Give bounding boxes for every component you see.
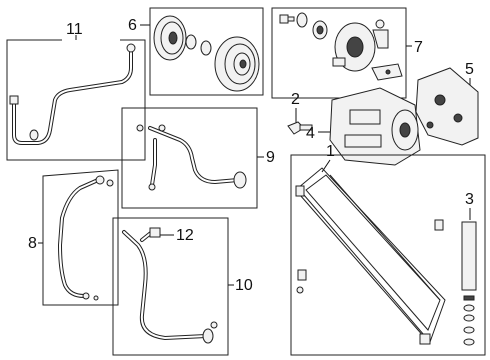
callout-label-11: 11 — [66, 21, 83, 38]
condenser-part — [295, 167, 446, 345]
receiver-drier-3-group: 3 — [461, 191, 477, 346]
bolt-2-part — [287, 121, 313, 135]
ac-line-11-group: 11 — [6, 21, 146, 161]
clutch-plate-part — [153, 15, 187, 61]
bolt-part — [279, 14, 295, 24]
callout-label-12: 12 — [176, 227, 194, 244]
callout-box-10 — [112, 217, 229, 356]
bolt-2-group: 2 — [287, 91, 313, 135]
callout-label-8: 8 — [28, 235, 37, 252]
callout-label-6: 6 — [128, 17, 137, 34]
drier-part — [461, 221, 477, 346]
callout-label-7: 7 — [414, 39, 423, 56]
condenser-1-group: 1 — [290, 143, 486, 356]
callout-label-10: 10 — [235, 277, 253, 294]
shim-ring-part — [185, 34, 212, 56]
compressor-bracket-5-group: 5 — [415, 61, 479, 146]
compressor-part — [329, 87, 421, 166]
callout-box-6 — [149, 7, 264, 96]
seal-rings-part — [296, 12, 328, 40]
bracket-part — [415, 67, 479, 146]
callout-label-4: 4 — [306, 125, 315, 142]
liquid-line-part — [122, 227, 218, 344]
compressor-4-group: 4 — [306, 87, 421, 166]
compressor-parts-7-group: 7 — [271, 7, 423, 99]
ac-line-11-part — [9, 43, 136, 145]
pulley-part — [214, 36, 260, 92]
callout-box-8 — [42, 169, 119, 306]
callout-label-1: 1 — [326, 143, 335, 160]
callout-label-9: 9 — [266, 149, 275, 166]
valve-12-part — [149, 227, 161, 238]
connector-clip-part — [372, 19, 389, 49]
bracket-clip-part — [371, 63, 403, 81]
callout-box-1 — [290, 154, 486, 356]
field-coil-part — [332, 22, 376, 72]
leader-line-1 — [321, 159, 331, 173]
callout-box-11 — [6, 39, 146, 161]
clutch-6-group: 6 — [128, 7, 264, 96]
callout-label-5: 5 — [465, 61, 474, 78]
suction-hose-part — [58, 175, 114, 301]
discharge-hose-part — [136, 124, 247, 191]
callout-label-2: 2 — [291, 91, 300, 108]
callout-box-9 — [121, 107, 258, 209]
liquid-line-10-group: 10 12 — [112, 217, 253, 356]
discharge-hose-9-group: 9 — [121, 107, 275, 209]
suction-hose-8-group: 8 — [28, 169, 119, 306]
callout-label-3: 3 — [465, 191, 474, 208]
